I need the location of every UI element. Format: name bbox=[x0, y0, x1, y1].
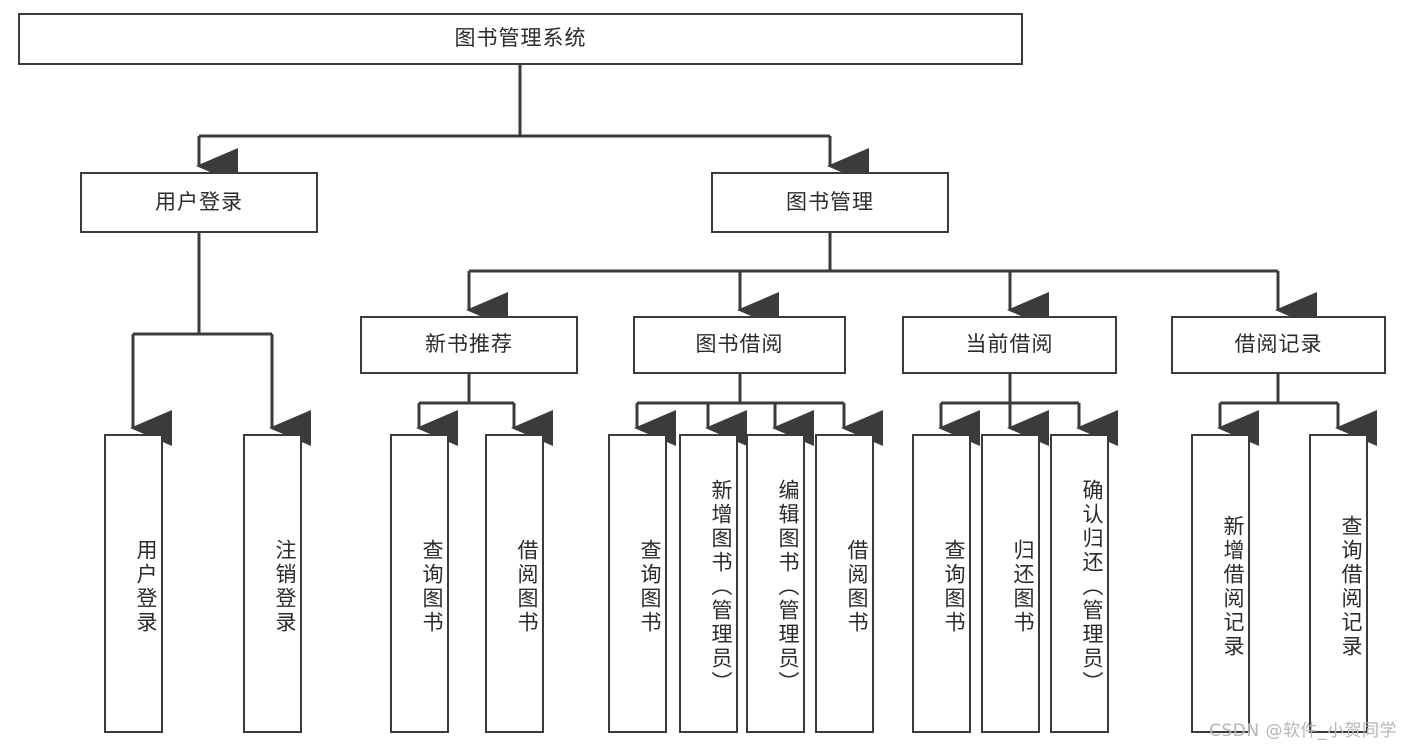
node-book-borrow-label: 图书借阅 bbox=[695, 332, 784, 357]
leaf-user-login[interactable]: 用户登录 bbox=[104, 434, 163, 733]
leaf-query-borrow-record-label: 查询借阅记录 bbox=[1339, 514, 1363, 659]
leaf-query-book-borrow-label: 查询图书 bbox=[638, 538, 662, 635]
node-new-book-recommend[interactable]: 新书推荐 bbox=[360, 316, 578, 374]
leaf-borrow-book-label: 借阅图书 bbox=[845, 538, 869, 635]
leaf-add-borrow-record[interactable]: 新增借阅记录 bbox=[1191, 434, 1250, 733]
node-book-borrow[interactable]: 图书借阅 bbox=[633, 316, 846, 374]
leaf-user-login-label: 用户登录 bbox=[134, 538, 158, 635]
node-book-management[interactable]: 图书管理 bbox=[711, 172, 949, 233]
leaf-query-book-current-label: 查询图书 bbox=[942, 538, 966, 635]
leaf-query-book-recommend[interactable]: 查询图书 bbox=[390, 434, 449, 733]
leaf-confirm-return-admin[interactable]: 确认归还（管理员） bbox=[1050, 434, 1109, 733]
node-current-borrow[interactable]: 当前借阅 bbox=[902, 316, 1117, 374]
node-user-login[interactable]: 用户登录 bbox=[80, 172, 318, 233]
leaf-query-book-recommend-label: 查询图书 bbox=[420, 538, 444, 635]
leaf-logout-label: 注销登录 bbox=[273, 538, 297, 635]
leaf-return-book-label: 归还图书 bbox=[1011, 538, 1035, 635]
leaf-logout[interactable]: 注销登录 bbox=[243, 434, 302, 733]
leaf-edit-book-admin[interactable]: 编辑图书（管理员） bbox=[746, 434, 805, 733]
leaf-confirm-return-admin-label: 确认归还（管理员） bbox=[1080, 478, 1104, 695]
node-root[interactable]: 图书管理系统 bbox=[18, 13, 1023, 65]
leaf-borrow-book[interactable]: 借阅图书 bbox=[815, 434, 874, 733]
leaf-query-book-current[interactable]: 查询图书 bbox=[912, 434, 971, 733]
node-root-label: 图书管理系统 bbox=[454, 26, 587, 51]
csdn-watermark: CSDN @软件_小贺同学 bbox=[1209, 721, 1397, 741]
node-new-book-recommend-label: 新书推荐 bbox=[425, 332, 513, 357]
leaf-add-book-admin[interactable]: 新增图书（管理员） bbox=[679, 434, 738, 733]
node-borrow-records[interactable]: 借阅记录 bbox=[1171, 316, 1386, 374]
leaf-query-borrow-record[interactable]: 查询借阅记录 bbox=[1309, 434, 1368, 733]
leaf-borrow-book-recommend[interactable]: 借阅图书 bbox=[485, 434, 544, 733]
leaf-return-book[interactable]: 归还图书 bbox=[981, 434, 1040, 733]
leaf-edit-book-admin-label: 编辑图书（管理员） bbox=[776, 478, 800, 695]
leaf-borrow-book-recommend-label: 借阅图书 bbox=[515, 538, 539, 635]
node-book-management-label: 图书管理 bbox=[786, 189, 874, 214]
node-user-login-label: 用户登录 bbox=[155, 189, 243, 214]
leaf-add-book-admin-label: 新增图书（管理员） bbox=[709, 478, 733, 695]
leaf-query-book-borrow[interactable]: 查询图书 bbox=[608, 434, 667, 733]
node-borrow-records-label: 借阅记录 bbox=[1234, 332, 1323, 357]
node-current-borrow-label: 当前借阅 bbox=[965, 332, 1054, 357]
leaf-add-borrow-record-label: 新增借阅记录 bbox=[1221, 514, 1245, 659]
